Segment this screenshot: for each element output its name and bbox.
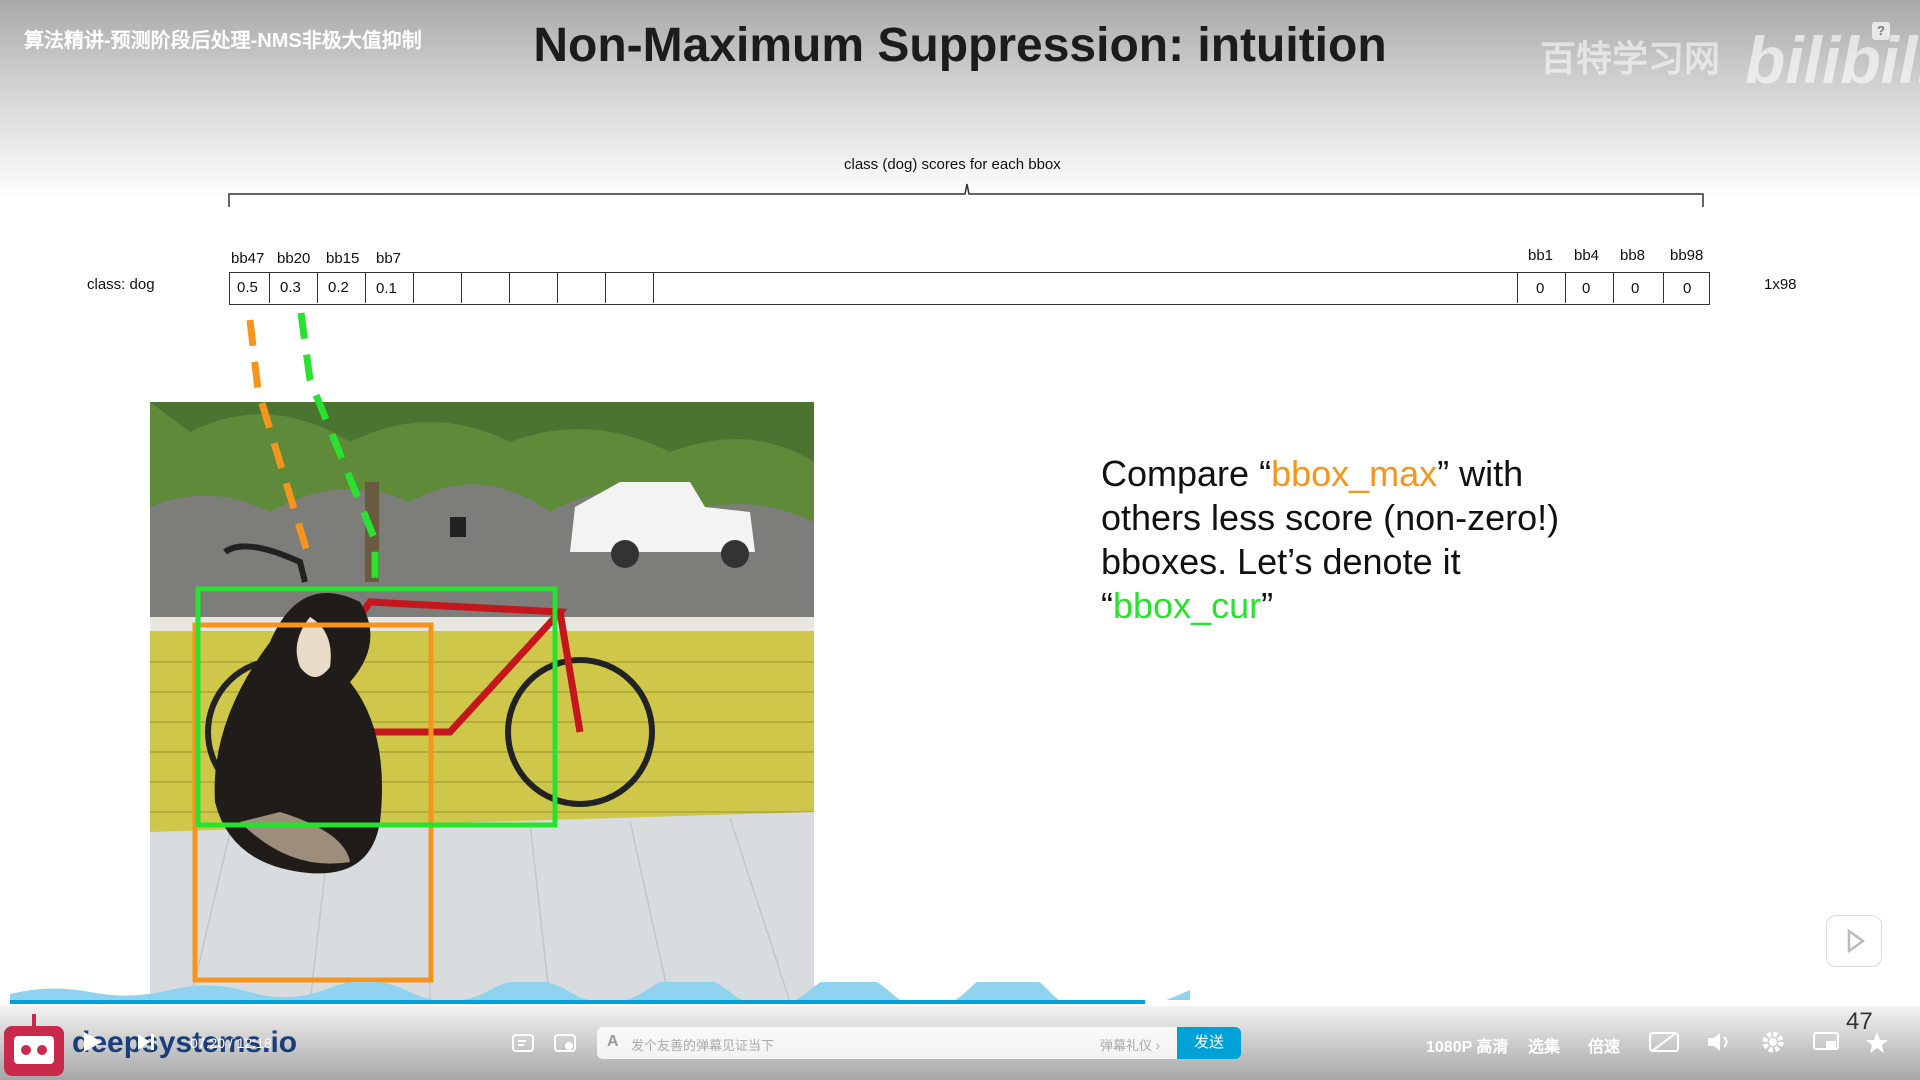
cell-score: 0 (1582, 280, 1591, 297)
settings-icon[interactable] (1760, 1029, 1786, 1055)
cell-header: bb1 (1528, 247, 1554, 264)
time-display: 07:20 / 12:18 (190, 1035, 272, 1051)
danmaku-input[interactable]: A 发个友善的弹幕见证当下 弹幕礼仪 › (597, 1027, 1177, 1059)
bbox-cur-term: bbox_cur (1113, 585, 1262, 626)
bbox-cur-box (195, 586, 558, 828)
text-part: Compare “ (1101, 453, 1272, 494)
progress-wave (10, 982, 1190, 1000)
score-array: 0.5 0.3 0.2 0.1 0 0 0 0 (229, 272, 1710, 305)
text-style-icon[interactable]: A (607, 1033, 619, 1050)
cell-header: bb20 (277, 250, 311, 267)
watermark-bilibili: bilibili (1745, 23, 1920, 97)
bbox-cur-connector (297, 312, 379, 588)
text-part: “ (1101, 585, 1113, 626)
bbox-max-box (192, 622, 434, 983)
next-icon[interactable] (136, 1032, 156, 1052)
quality-selector[interactable]: 1080P 高清 (1426, 1039, 1509, 1056)
text-part: ” with (1437, 453, 1524, 494)
text-part: ” (1261, 585, 1274, 626)
speed-button[interactable]: 倍速 (1588, 1039, 1621, 1056)
bbox-max-term: bbox_max (1271, 453, 1438, 494)
cell-header: bb7 (376, 250, 402, 267)
danmaku-settings-icon[interactable] (554, 1032, 578, 1054)
cell-score: 0 (1631, 280, 1640, 297)
bbox-max-connector (246, 319, 312, 557)
cell-score: 0.1 (376, 280, 397, 297)
cell-score: 0 (1683, 280, 1692, 297)
volume-icon[interactable] (1706, 1030, 1732, 1054)
danmaku-etiquette-link[interactable]: 弹幕礼仪 › (1100, 1038, 1160, 1053)
pip-icon[interactable] (1812, 1031, 1840, 1053)
danmaku-placeholder: 发个友善的弹幕见证当下 (631, 1038, 775, 1053)
video-title: 算法精讲-预测阶段后处理-NMS非极大值抑制 (24, 30, 422, 52)
channel-robot-logo (4, 1014, 64, 1076)
progress-bar-played[interactable] (10, 1000, 1145, 1004)
cell-score: 0.3 (280, 279, 301, 296)
progress-bar-buffer[interactable] (1145, 1000, 1375, 1004)
danmaku-toggle-icon[interactable] (512, 1032, 536, 1054)
dog-bicycle-photo (150, 402, 814, 1002)
cell-header: bb8 (1620, 247, 1646, 264)
channel-logo-text: deepsystems.io (72, 1026, 298, 1059)
cell-header: bb4 (1574, 247, 1600, 264)
play-icon[interactable] (82, 1030, 104, 1054)
fullscreen-icon[interactable] (1864, 1029, 1890, 1055)
cell-score: 0 (1536, 280, 1545, 297)
cell-header: bb98 (1670, 247, 1704, 264)
subtitle-icon[interactable] (1648, 1030, 1680, 1054)
cell-score: 0.2 (328, 279, 349, 296)
cell-score: 0.5 (237, 279, 258, 296)
text-part: others less score (non-zero!) (1101, 497, 1560, 538)
cell-header: bb47 (231, 250, 265, 267)
play-outline-icon (1847, 928, 1866, 954)
text-part: bboxes. Let’s denote it (1101, 541, 1461, 582)
send-button[interactable]: 发送 (1177, 1027, 1241, 1059)
top-gradient (0, 0, 1920, 200)
brace (228, 183, 1704, 207)
page-number: 47 (1846, 1008, 1873, 1035)
cell-header: bb15 (326, 250, 360, 267)
episodes-button[interactable]: 选集 (1528, 1039, 1561, 1056)
help-icon[interactable]: ? (1872, 22, 1890, 40)
shape-label: 1x98 (1764, 276, 1797, 293)
row-label: class: dog (87, 276, 155, 293)
watermark-logo: 百特学习网 (1540, 38, 1721, 79)
brace-label: class (dog) scores for each bbox (844, 156, 1061, 173)
slide-title: Non-Maximum Suppression: intuition (533, 19, 1387, 72)
mini-player-button[interactable] (1826, 915, 1882, 967)
explanation-text: Compare “bbox_max” with others less scor… (1101, 452, 1661, 628)
